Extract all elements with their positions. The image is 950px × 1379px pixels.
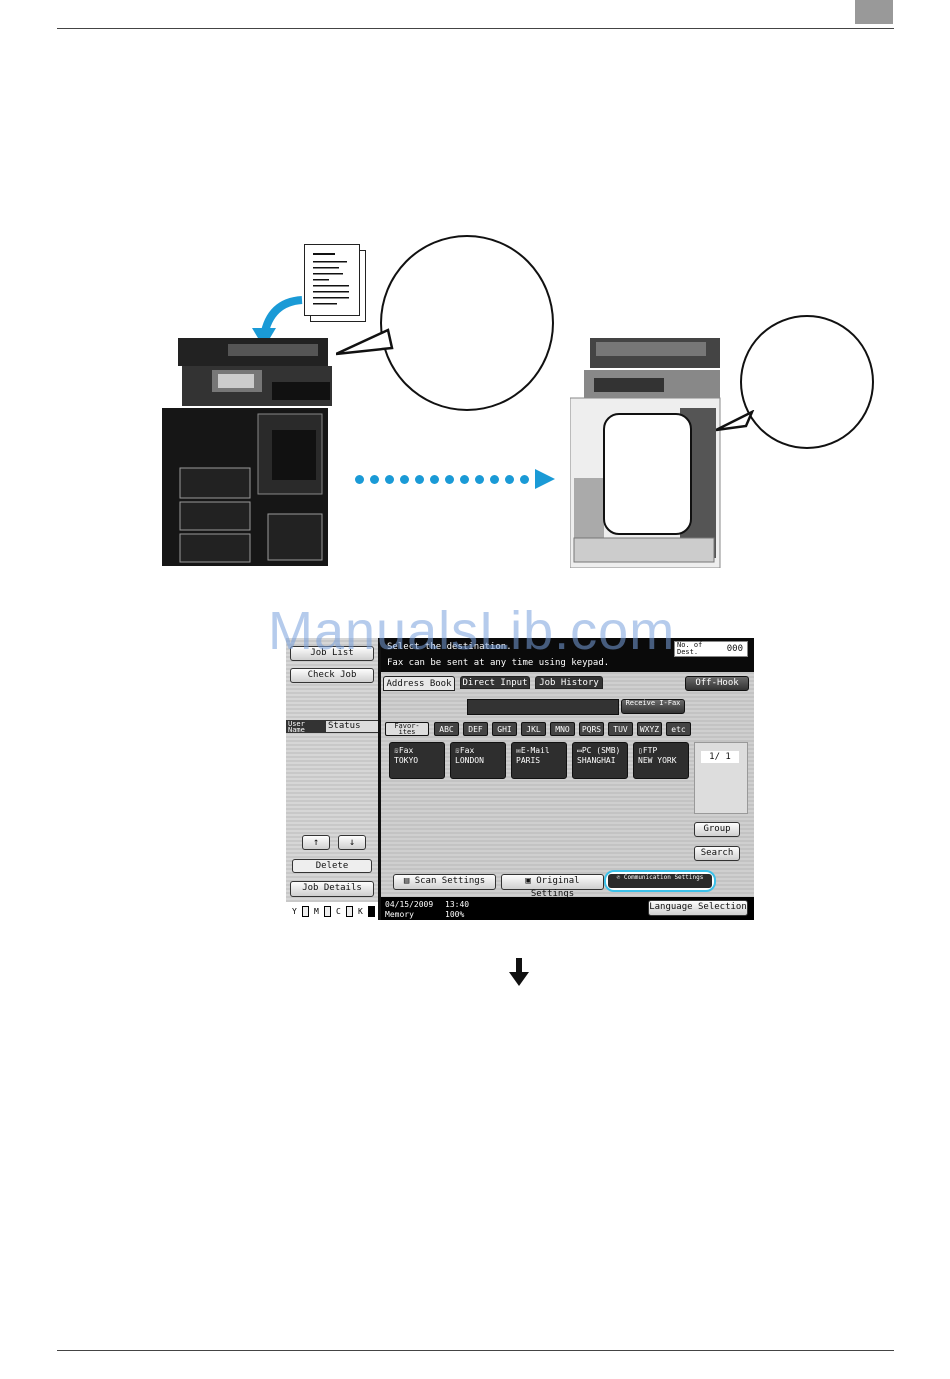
tab-address-book[interactable]: Address Book: [383, 676, 455, 691]
col-status: Status: [326, 721, 378, 732]
control-panel-screenshot: Job List Check Job User Name Status ↑ ↓ …: [286, 638, 754, 920]
index-tab-wxyz[interactable]: WXYZ: [637, 722, 662, 736]
job-details-button[interactable]: Job Details: [290, 881, 374, 897]
receiver-inner-bubble: [603, 413, 692, 535]
page-indicator: 1/ 1: [701, 751, 739, 763]
toner-m-label: M: [314, 906, 331, 917]
sender-bubble-tail: [336, 328, 394, 356]
email-icon: ✉: [516, 746, 521, 755]
page-indicator-panel: 1/ 1: [694, 742, 748, 814]
scroll-down-button[interactable]: ↓: [338, 835, 366, 850]
index-tab-jkl[interactable]: JKL: [521, 722, 546, 736]
col-user-name: User Name: [288, 720, 305, 734]
index-tab-abc[interactable]: ABC: [434, 722, 459, 736]
off-hook-button[interactable]: Off-Hook: [685, 676, 749, 691]
fax-icon: ☏: [394, 746, 399, 755]
job-list-button[interactable]: Job List: [290, 646, 374, 661]
communication-settings-button[interactable]: ✆ Communication Settings: [608, 874, 712, 888]
index-tab-etc[interactable]: etc: [666, 722, 691, 736]
index-tab-pqrs[interactable]: PQRS: [579, 722, 604, 736]
time-text: 13:40: [445, 900, 470, 909]
check-job-button[interactable]: Check Job: [290, 668, 374, 683]
tab-direct-input[interactable]: Direct Input: [460, 676, 530, 689]
toner-status-bar: Y M C K: [286, 902, 378, 920]
fax-icon: ☏: [455, 746, 460, 755]
header-tab-block: [855, 0, 893, 24]
destination-button-london[interactable]: ☏Fax LONDON: [450, 742, 506, 779]
toner-c-label: C: [336, 906, 353, 917]
original-settings-button[interactable]: ▣ Original Settings: [501, 874, 604, 899]
tab-job-history[interactable]: Job History: [535, 676, 603, 689]
original-icon: ▣: [525, 876, 537, 886]
fax-transmission-illustration: [150, 230, 890, 580]
document-text-lines-icon: [313, 253, 349, 305]
scroll-up-button[interactable]: ↑: [302, 835, 330, 850]
watermark: ManualsLib.com: [268, 601, 676, 661]
no-of-dest-value: 000: [726, 644, 743, 654]
index-tab-tuv[interactable]: TUV: [608, 722, 633, 736]
scan-icon: ▤: [403, 876, 415, 886]
communication-settings-highlight: ✆ Communication Settings: [604, 870, 716, 892]
receiver-bubble-tail: [716, 410, 755, 432]
memory-label: Memory: [385, 910, 414, 919]
index-tab-def[interactable]: DEF: [463, 722, 488, 736]
sender-speech-bubble: [380, 235, 554, 411]
status-footer: 04/15/2009 13:40 Memory 100% Language Se…: [381, 897, 754, 920]
destination-button-paris[interactable]: ✉E-Mail PARIS: [511, 742, 567, 779]
job-list-header: User Name Status: [286, 720, 378, 734]
message-bar: Select the destination. Fax can be sent …: [381, 638, 754, 672]
down-arrow-icon: [509, 958, 529, 986]
destination-input-field[interactable]: [467, 699, 619, 715]
destination-button-tokyo[interactable]: ☏Fax TOKYO: [389, 742, 445, 779]
group-button[interactable]: Group: [694, 822, 740, 837]
search-button[interactable]: Search: [694, 846, 740, 861]
pc-icon: ▭: [577, 746, 582, 755]
destination-counter: No. of Dest. 000: [674, 641, 748, 657]
message-line-2: Fax can be sent at any time using keypad…: [387, 658, 610, 668]
no-of-dest-label: No. of Dest.: [677, 641, 703, 656]
destination-button-shanghai[interactable]: ▭PC (SMB) SHANGHAI: [572, 742, 628, 779]
transmission-dotted-arrow: [355, 469, 555, 489]
index-tab-mno[interactable]: MNO: [550, 722, 575, 736]
message-line-1: Select the destination.: [387, 642, 512, 652]
delete-button[interactable]: Delete: [292, 859, 372, 873]
language-selection-button[interactable]: Language Selection: [648, 900, 748, 916]
toner-y-label: Y: [292, 906, 309, 917]
footer-rule: [57, 1350, 894, 1351]
receiver-speech-bubble: [740, 315, 874, 449]
job-list-column: Job List Check Job User Name Status ↑ ↓ …: [286, 638, 378, 920]
header-rule: [57, 28, 894, 29]
communication-icon: ✆: [616, 874, 624, 881]
index-tab-ghi[interactable]: GHI: [492, 722, 517, 736]
document-sheet-front: [304, 244, 360, 316]
ftp-icon: ▯: [638, 746, 643, 755]
receive-ifax-button[interactable]: Receive I-Fax: [621, 699, 685, 714]
date-text: 04/15/2009: [385, 900, 434, 909]
index-tab-favorites[interactable]: Favor- ites: [385, 722, 429, 736]
scan-settings-button[interactable]: ▤ Scan Settings: [393, 874, 496, 890]
destination-button-new-york[interactable]: ▯FTP NEW YORK: [633, 742, 689, 779]
sending-mfp-icon: [162, 338, 332, 566]
toner-k-label: K: [358, 906, 375, 917]
memory-value: 100%: [445, 910, 465, 919]
